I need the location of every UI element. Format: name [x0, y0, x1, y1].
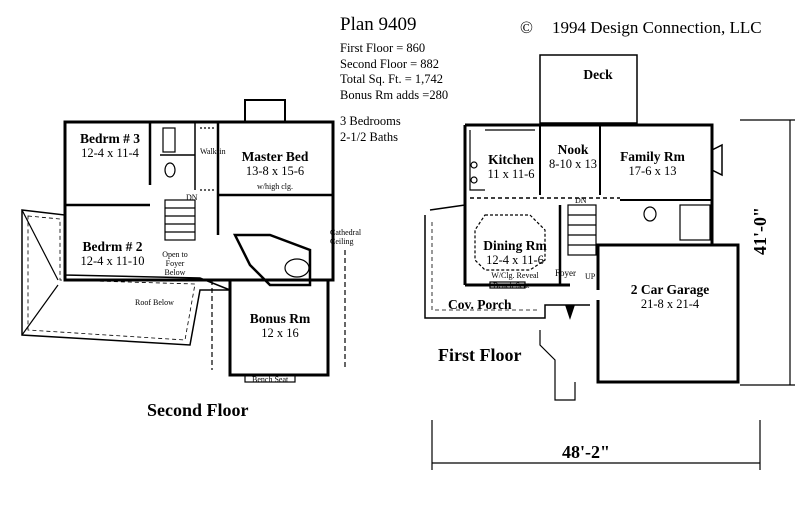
room-nook: Nook 8-10 x 13	[543, 142, 603, 172]
bench-seat	[244, 374, 296, 383]
first-floor-plan	[424, 54, 795, 470]
room-size: 12-4 x 11-10	[80, 254, 145, 268]
room-note: W/Clg. Reveal	[491, 271, 539, 280]
roof-hip-line	[21, 209, 59, 281]
room-bonus: Bonus Rm 12 x 16	[235, 311, 325, 341]
porch-roof	[429, 204, 466, 211]
room-name: Cov. Porch	[448, 297, 512, 312]
note-dn: DN	[575, 196, 587, 205]
bench-seat	[489, 281, 526, 289]
plan-title: Plan 9409	[340, 14, 417, 35]
copyright-text: 1994 Design Connection, LLC	[552, 18, 762, 37]
stats-block: First Floor = 860 Second Floor = 882 Tot…	[340, 41, 448, 103]
room-bedrm2: Bedrm # 2 12-4 x 11-10	[70, 239, 155, 269]
room-name: Master Bed	[241, 149, 309, 164]
roof-below-eave	[27, 215, 196, 341]
room-size: 12-4 x 11-4	[81, 146, 139, 160]
room-name: 2 Car Garage	[630, 282, 710, 297]
sink	[470, 161, 478, 169]
room-porch: Cov. Porch	[448, 298, 512, 312]
features-block: 3 Bedrooms 2-1/2 Baths	[340, 114, 401, 145]
room-deck: Deck	[568, 68, 628, 82]
room-name: Bedrm # 2	[82, 239, 143, 254]
room-dining: Dining Rm 12-4 x 11-6 W/Clg. Reveal	[480, 239, 550, 283]
width-dimension: 48'-2"	[562, 442, 610, 462]
room-garage: 2 Car Garage 21-8 x 21-4	[620, 282, 720, 312]
walkway	[539, 330, 576, 401]
second-floor-label: Second Floor	[147, 400, 249, 420]
second-floor-walls	[63, 120, 335, 282]
room-size: 12-4 x 11-6	[486, 253, 544, 267]
room-size: 12 x 16	[261, 326, 299, 340]
note-bench-seat: Bench Seat	[493, 281, 530, 290]
room-size: 11 x 11-6	[487, 167, 535, 181]
note-roof-below: Roof Below	[135, 298, 174, 307]
room-size: 8-10 x 13	[549, 157, 597, 171]
feature-baths: 2-1/2 Baths	[340, 129, 398, 144]
tub	[162, 127, 176, 153]
room-name: Deck	[583, 67, 613, 82]
range	[470, 176, 478, 184]
deck-outline	[539, 54, 638, 124]
depth-dimension: 41'-0"	[750, 207, 770, 255]
room-master: Master Bed 13-8 x 15-6 w/high clg.	[225, 150, 325, 194]
roof-below-outline	[21, 209, 231, 346]
room-bedrm3: Bedrm # 3 12-4 x 11-4	[75, 131, 145, 161]
toilet	[164, 162, 176, 178]
second-floor-plan	[21, 99, 346, 383]
room-size: 17-6 x 13	[628, 164, 677, 178]
toilet	[643, 206, 657, 222]
stat-bonus: Bonus Rm adds =280	[340, 87, 449, 102]
room-foyer: Foyer	[555, 268, 576, 278]
note-up: UP	[585, 272, 596, 281]
room-name: Dining Rm	[483, 238, 547, 253]
room-name: Nook	[557, 142, 589, 157]
room-size: 21-8 x 21-4	[640, 297, 700, 311]
entry-arrow-icon	[565, 305, 575, 320]
room-name: Family Rm	[620, 149, 685, 164]
tub	[284, 258, 310, 278]
stat-second-floor: Second Floor = 882	[340, 56, 440, 71]
note-walkin: Walk-in	[200, 147, 226, 156]
ceiling-reveal	[474, 214, 546, 271]
stat-total: Total Sq. Ft. = 1,742	[340, 72, 444, 86]
note-bench-seat: Bench Seat	[252, 375, 289, 384]
room-note: w/high clg.	[257, 182, 293, 191]
note-dn: DN	[186, 193, 198, 202]
stairs	[164, 199, 196, 241]
roof-hip-line	[21, 284, 59, 336]
first-floor-label: First Floor	[438, 345, 522, 365]
room-kitchen: Kitchen 11 x 11-6	[480, 152, 542, 182]
counter	[469, 130, 485, 191]
stairs	[567, 204, 597, 256]
room-name: Kitchen	[488, 152, 534, 167]
room-name: Bedrm # 3	[80, 131, 140, 146]
master-bath	[232, 233, 312, 287]
porch-eave	[431, 222, 540, 311]
porch-outline	[424, 215, 590, 319]
fireplace	[711, 143, 723, 177]
laundry	[679, 204, 711, 241]
room-family: Family Rm 17-6 x 13	[615, 149, 690, 179]
note-open-to-foyer: Open to Foyer Below	[162, 250, 188, 277]
stat-first-floor: First Floor = 860	[340, 41, 426, 55]
garage-walls	[596, 243, 740, 384]
copyright-symbol: ©	[520, 18, 533, 37]
room-size: 13-8 x 15-6	[245, 164, 305, 178]
note-cathedral: Cathedral Ceiling	[330, 228, 362, 246]
master-bay	[244, 99, 286, 123]
room-name: Bonus Rm	[249, 311, 311, 326]
feature-bedrooms: 3 Bedrooms	[340, 114, 401, 128]
